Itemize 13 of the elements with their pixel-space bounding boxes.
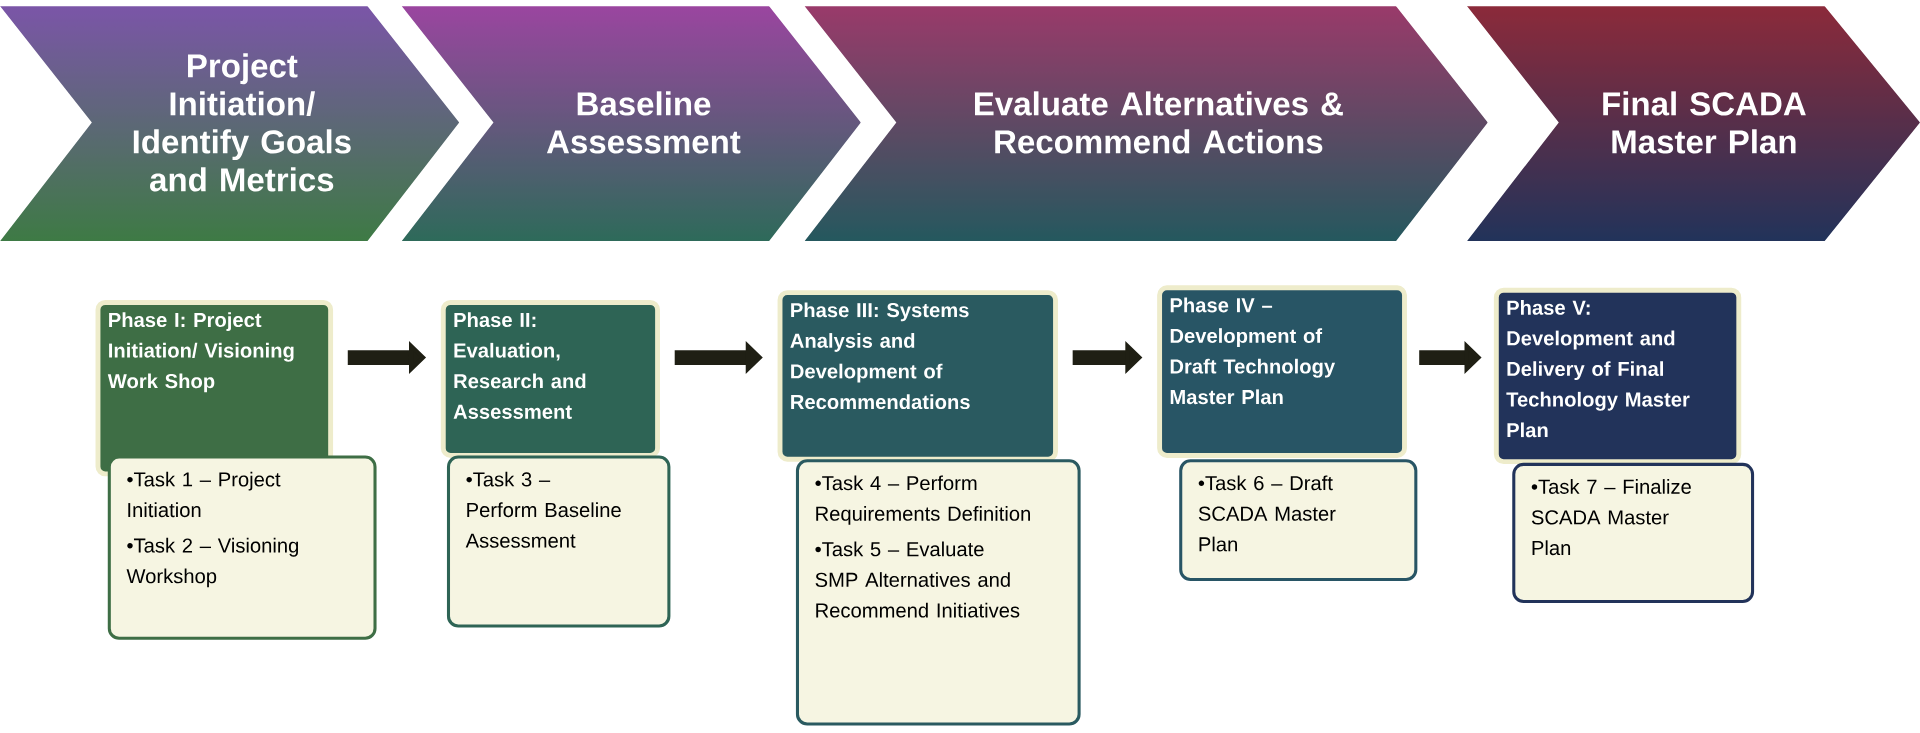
phase-box: Phase III: Systems Analysis and Development of Recommendations bbox=[777, 290, 1058, 462]
task-box: •Task 4 – Perform Requirements Definition •Task 5 – Evaluate SMP Alternatives and Recommend Initiatives bbox=[795, 458, 1081, 726]
chevron-arrow: Evaluate Alternatives & Recommend Actions bbox=[975, 91, 1343, 154]
chevron-arrow: Project Initiation/ Identify Goals and Metrics bbox=[133, 53, 351, 192]
phase-box: Phase II: Evaluation, Research and Assessment bbox=[440, 299, 661, 458]
phase-box: Phase V: Development and Delivery of Final Technology Master Plan bbox=[1493, 287, 1742, 464]
phase-box: Phase IV – Development of Draft Technology Master Plan bbox=[1157, 285, 1407, 458]
chevron-arrow: Final SCADA Master Plan bbox=[1603, 91, 1806, 154]
task-box: •Task 6 – Draft SCADA Master Plan bbox=[1179, 458, 1418, 581]
task-box: •Task 3 – Perform Baseline Assessment bbox=[446, 455, 671, 628]
task-box: •Task 1 – Project Initiation •Task 2 – Visioning Workshop bbox=[107, 455, 377, 640]
chevron-arrow: Baseline Assessment bbox=[546, 91, 741, 154]
task-box: •Task 7 – Finalize SCADA Master Plan bbox=[1512, 462, 1755, 603]
